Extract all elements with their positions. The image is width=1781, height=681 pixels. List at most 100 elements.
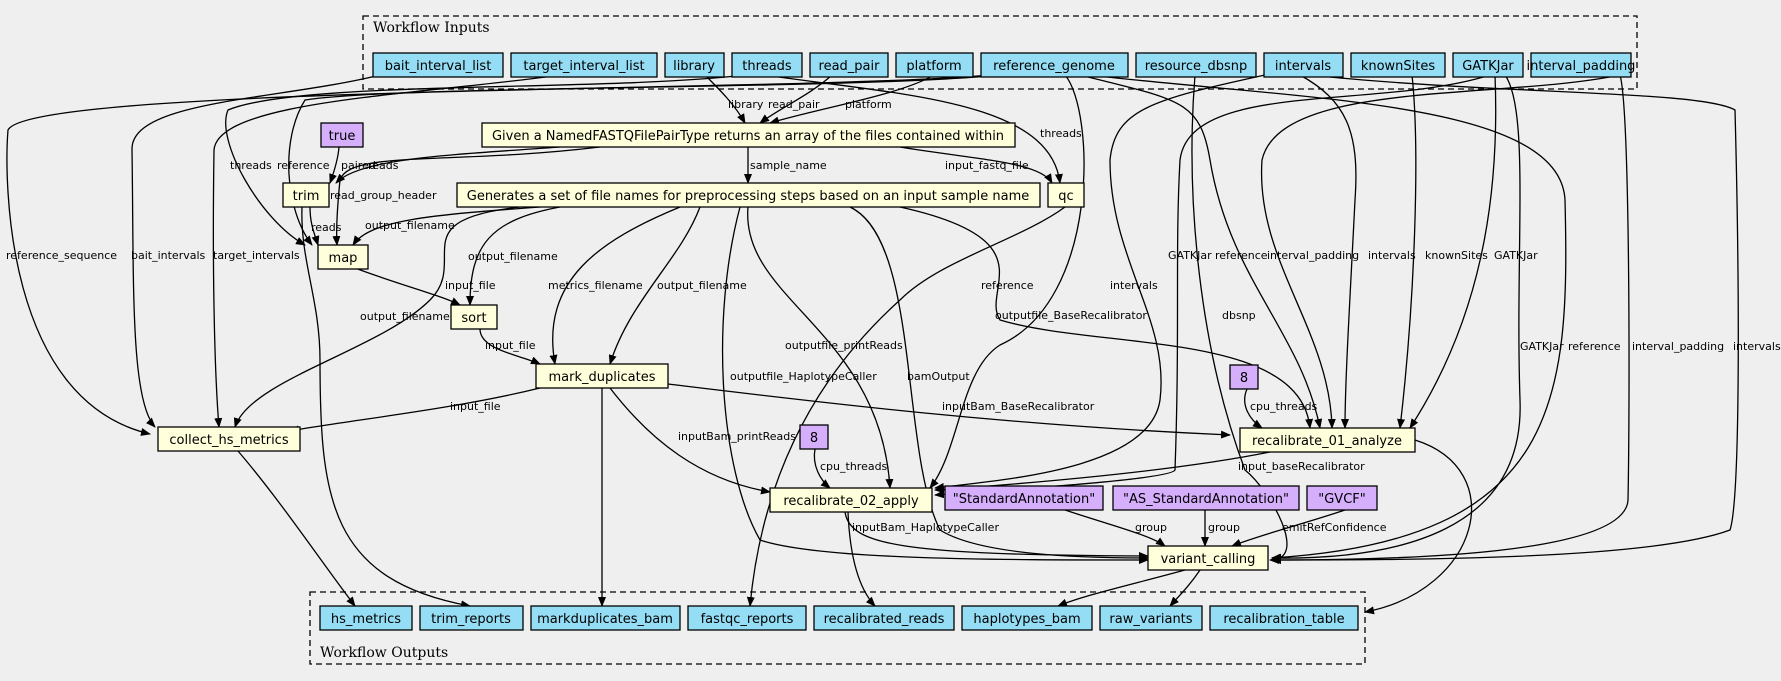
output-recalibration-table[interactable] — [1209, 605, 1359, 631]
step-mark-duplicates[interactable] — [535, 363, 669, 389]
input-platform-label: platform — [906, 59, 961, 74]
step-recalibrate-02-apply-label: recalibrate_02_apply — [783, 494, 919, 509]
const-standard-annotation[interactable] — [944, 485, 1104, 511]
input-threads[interactable] — [731, 52, 803, 78]
step-variant-calling[interactable] — [1147, 545, 1269, 571]
input-gatkjar-label: GATKJar — [1462, 59, 1514, 74]
input-target-interval-list[interactable] — [510, 52, 658, 78]
const-eight-analyze[interactable] — [1229, 364, 1259, 390]
edge-paired — [329, 146, 340, 184]
step-map[interactable] — [317, 244, 369, 270]
edge-label: cpu_threads — [820, 460, 888, 473]
edge-input-baserecalibrator — [934, 451, 1271, 494]
edge-output-filename-md — [608, 206, 701, 365]
const-gvcf[interactable] — [1306, 485, 1378, 511]
step-recalibrate-02-apply[interactable] — [769, 487, 933, 513]
edge-label: inputBam_BaseRecalibrator — [942, 400, 1095, 413]
input-knownsites[interactable] — [1350, 52, 1446, 78]
edge-input-file-sort — [354, 267, 461, 306]
edge-group-a — [1064, 509, 1166, 547]
edge-metrics-filename — [549, 206, 681, 365]
edge-label: output_filename — [657, 279, 747, 292]
output-fastqc-reports[interactable] — [687, 605, 807, 631]
const-standard-annotation-label: "StandardAnnotation" — [953, 492, 1095, 507]
edge-label: paired — [341, 159, 376, 172]
step-generates-filenames[interactable] — [456, 182, 1041, 208]
output-trim-reports[interactable] — [419, 605, 524, 631]
input-gatkjar[interactable] — [1452, 52, 1524, 78]
input-bait-interval-list[interactable] — [372, 52, 504, 78]
edge-label: input_file — [445, 279, 496, 292]
output-hs-metrics[interactable] — [319, 605, 413, 631]
output-markduplicates-bam[interactable] — [530, 605, 681, 631]
graph-edges — [6, 74, 1739, 615]
input-reference-genome[interactable] — [980, 52, 1129, 78]
edge-label: dbsnp — [1222, 309, 1256, 322]
output-recalibrated-reads[interactable] — [813, 605, 955, 631]
edge-labels: library read_pair platform threads threa… — [6, 98, 1781, 534]
step-generates-filenames-label: Generates a set of file names for prepro… — [467, 189, 1030, 204]
output-haplotypes-bam-label: haplotypes_bam — [973, 612, 1080, 627]
edge-out-trim-reports — [301, 206, 471, 609]
constant-nodes: true 8 8 "StandardAnnotation" "AS_Standa… — [320, 122, 1378, 511]
edge-platform — [769, 74, 935, 125]
edge-label: reads — [368, 159, 399, 172]
step-qc[interactable] — [1047, 182, 1085, 208]
edge-interval-padding-vc — [1271, 74, 1630, 564]
edge-inputbam-haplotypecaller — [844, 511, 1149, 560]
edge-intervals-apply — [934, 74, 1266, 491]
edge-cpu-threads-apply — [813, 448, 831, 489]
const-eight-apply-label: 8 — [810, 431, 818, 446]
output-raw-variants-label: raw_variants — [1109, 612, 1192, 627]
edge-reference-sequence — [6, 74, 991, 436]
input-resource-dbsnp[interactable] — [1135, 52, 1257, 78]
edge-label: read_group_header — [330, 189, 437, 202]
input-reference-genome-label: reference_genome — [993, 59, 1115, 74]
step-recalibrate-01-analyze[interactable] — [1239, 427, 1416, 453]
const-gvcf-label: "GVCF" — [1318, 492, 1365, 507]
input-platform[interactable] — [895, 52, 974, 78]
edge-label: reference — [1568, 340, 1621, 353]
edge-gatkjar-analyze — [1409, 74, 1497, 429]
const-true-label: true — [329, 129, 356, 144]
edge-label: reads — [311, 221, 342, 234]
edge-label: bamOutput — [907, 370, 970, 383]
input-intervals[interactable] — [1263, 52, 1344, 78]
edge-intervals-analyze — [1299, 74, 1357, 429]
edge-label: inputBam_HaplotypeCaller — [852, 521, 999, 534]
output-haplotypes-bam[interactable] — [961, 605, 1093, 631]
edge-intervals-vc — [1271, 74, 1739, 564]
input-read-pair[interactable] — [809, 52, 889, 78]
step-sort-label: sort — [461, 311, 486, 326]
step-trim[interactable] — [282, 182, 330, 208]
input-target-interval-list-label: target_interval_list — [523, 59, 644, 74]
const-true[interactable] — [320, 122, 364, 148]
edge-emit-ref-confidence — [1231, 509, 1346, 547]
edge-label: output_filename — [360, 310, 450, 323]
edge-reads-map — [309, 206, 320, 246]
edge-knownsites-analyze — [1397, 74, 1417, 429]
edge-label: outputfile_printReads — [785, 339, 903, 352]
edge-dbsnp — [1191, 74, 1288, 564]
input-interval-padding[interactable] — [1530, 52, 1632, 78]
const-eight-apply[interactable] — [799, 424, 829, 450]
step-sort[interactable] — [450, 304, 498, 330]
edge-out-fastqc-reports — [746, 206, 1066, 607]
input-library[interactable] — [664, 52, 725, 78]
workflow-inputs-label: Workflow Inputs — [373, 20, 490, 36]
edge-label: reference — [1215, 249, 1268, 262]
output-recalibrated-reads-label: recalibrated_reads — [824, 612, 945, 627]
step-collect-hs-metrics[interactable] — [157, 426, 301, 452]
edge-label: output_filename — [365, 219, 455, 232]
output-raw-variants[interactable] — [1099, 605, 1203, 631]
edge-input-file-md — [479, 328, 541, 365]
step-given-namedfastq[interactable] — [481, 122, 1016, 148]
edge-label: library — [728, 98, 764, 111]
edge-label: input_fastq_file — [945, 159, 1029, 172]
output-hs-metrics-label: hs_metrics — [331, 612, 401, 627]
const-as-standard-annotation[interactable] — [1112, 485, 1300, 511]
edge-cpu-threads-analyze — [1244, 388, 1263, 429]
step-map-label: map — [329, 251, 358, 266]
edge-label: intervals — [1733, 340, 1781, 353]
